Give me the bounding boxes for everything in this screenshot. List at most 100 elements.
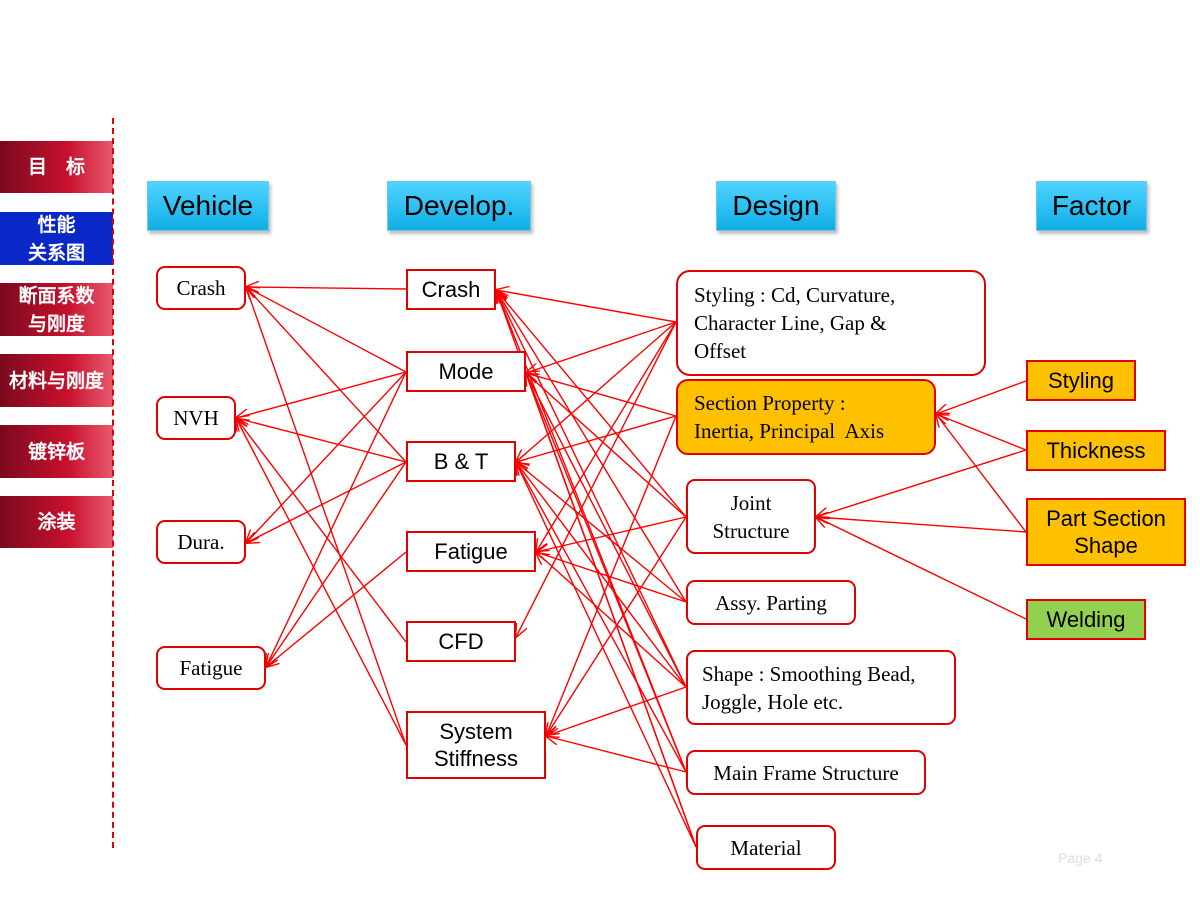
connection-arrow	[496, 290, 687, 603]
develop-node-crash: Crash	[406, 269, 496, 310]
column-header-design: Design	[716, 181, 836, 231]
connection-arrow	[246, 461, 407, 543]
sidebar-item-performance-map[interactable]: 性能 关系图	[0, 212, 113, 265]
sidebar-item-label: 涂装	[37, 511, 76, 533]
connection-arrow	[526, 321, 677, 373]
factor-node-welding: Welding	[1026, 599, 1146, 640]
connection-arrow	[516, 462, 687, 603]
design-node-assy-parting: Assy. Parting	[686, 580, 856, 625]
connection-arrow	[536, 552, 687, 688]
connection-arrow	[526, 373, 687, 518]
connection-arrow	[236, 418, 407, 463]
node-label: Section Property : Inertia, Principal Ax…	[694, 391, 885, 443]
column-header-label: Factor	[1051, 190, 1132, 221]
connection-arrow	[526, 373, 677, 417]
column-header-label: Develop.	[403, 190, 515, 221]
connection-arrow	[526, 373, 687, 773]
connection-arrow	[536, 552, 687, 603]
column-header-factor: Factor	[1036, 181, 1147, 231]
design-node-section-property: Section Property : Inertia, Principal Ax…	[676, 379, 936, 455]
sidebar-item-material-stiffness[interactable]: 材料与刚度	[0, 354, 113, 407]
connection-arrow	[526, 373, 697, 848]
node-label: Mode	[438, 359, 494, 384]
node-label: Dura.	[177, 530, 225, 554]
vehicle-node-fatigue: Fatigue	[156, 646, 266, 690]
factor-node-thickness: Thickness	[1026, 430, 1166, 471]
node-label: Fatigue	[179, 656, 243, 680]
connection-arrow	[546, 736, 687, 773]
design-node-main-frame: Main Frame Structure	[686, 750, 926, 795]
factor-node-styling: Styling	[1026, 360, 1136, 401]
sidebar-item-label: 目 标	[27, 156, 85, 178]
connection-arrow	[936, 380, 1027, 414]
connection-arrow	[236, 418, 407, 746]
connection-arrow	[516, 321, 677, 637]
connection-arrow	[546, 415, 677, 736]
connection-arrow	[236, 418, 407, 643]
sidebar-divider	[112, 118, 114, 848]
node-label: Crash	[176, 276, 226, 300]
vehicle-node-crash: Crash	[156, 266, 246, 310]
node-label: Welding	[1046, 607, 1126, 632]
vehicle-node-dura: Dura.	[156, 520, 246, 564]
page-number: Page 4	[1058, 850, 1103, 866]
connection-arrow	[516, 462, 697, 848]
design-node-shape: Shape : Smoothing Bead, Joggle, Hole etc…	[686, 650, 956, 725]
connection-arrow	[516, 462, 687, 688]
sidebar-item-label: 材料与刚度	[8, 369, 104, 392]
column-header-develop: Develop.	[387, 181, 531, 231]
connection-arrow	[816, 517, 1027, 620]
sidebar-item-galvanized-sheet[interactable]: 镀锌板	[0, 425, 113, 478]
connection-arrow	[246, 287, 407, 463]
node-label: Material	[730, 835, 802, 860]
develop-node-cfd: CFD	[406, 621, 516, 662]
sidebar-item-painting[interactable]: 涂装	[0, 496, 113, 548]
connection-arrow	[246, 287, 407, 373]
connection-arrow	[496, 290, 677, 323]
develop-node-fatigue: Fatigue	[406, 531, 536, 572]
connection-arrow	[246, 287, 407, 289]
node-label: CFD	[438, 629, 484, 654]
connection-arrow	[496, 290, 687, 518]
node-label: Shape : Smoothing Bead, Joggle, Hole etc…	[702, 661, 916, 714]
node-label: Styling : Cd, Curvature, Character Line,…	[694, 283, 896, 363]
column-header-label: Vehicle	[162, 190, 254, 221]
sidebar-item-goal[interactable]: 目 标	[0, 141, 113, 193]
connection-arrow	[936, 414, 1027, 451]
factor-node-part-section-shape: Part Section Shape	[1026, 498, 1186, 566]
node-label: NVH	[173, 406, 219, 430]
connection-arrow	[246, 287, 407, 746]
connection-arrow	[526, 373, 687, 688]
sidebar-item-section-stiffness[interactable]: 断面系数 与刚度	[0, 283, 113, 336]
design-node-material: Material	[696, 825, 836, 870]
develop-node-mode: Mode	[406, 351, 526, 392]
sidebar-item-label: 性能 关系图	[27, 213, 85, 264]
connection-arrow	[816, 517, 1027, 533]
connection-arrow	[496, 290, 687, 688]
connection-arrow	[266, 461, 407, 667]
connection-arrow	[516, 462, 687, 773]
sidebar-item-label: 镀锌板	[27, 440, 85, 463]
design-node-styling: Styling : Cd, Curvature, Character Line,…	[676, 270, 986, 376]
node-label: System Stiffness	[434, 719, 518, 771]
connection-arrow	[516, 321, 677, 462]
develop-node-bt: B & T	[406, 441, 516, 482]
column-header-label: Design	[732, 190, 820, 221]
connection-arrow	[266, 371, 407, 667]
develop-node-system-stiffness: System Stiffness	[406, 711, 546, 779]
node-label: Fatigue	[434, 539, 508, 564]
connection-arrow	[516, 415, 677, 462]
connection-arrow	[536, 516, 687, 552]
node-label: Joint Structure	[712, 490, 790, 543]
connection-arrow	[246, 371, 407, 543]
sidebar-item-label: 断面系数 与刚度	[18, 284, 95, 335]
connection-arrow	[536, 321, 677, 552]
connection-arrow	[546, 686, 687, 736]
node-label: Assy. Parting	[715, 590, 827, 615]
connection-arrow	[816, 449, 1027, 517]
node-label: Thickness	[1046, 438, 1146, 463]
design-node-joint-structure: Joint Structure	[686, 479, 816, 554]
connection-arrow	[546, 516, 687, 736]
node-label: B & T	[433, 449, 489, 474]
